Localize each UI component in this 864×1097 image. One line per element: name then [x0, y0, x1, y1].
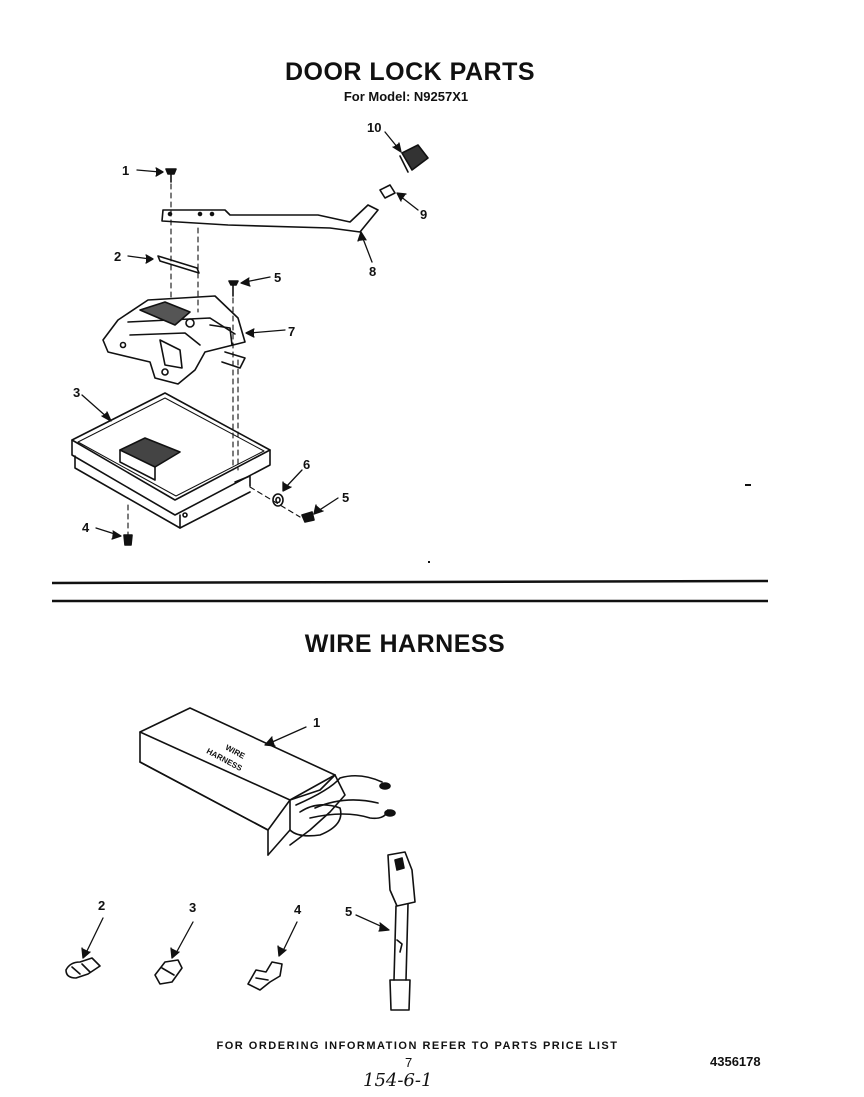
callout-4: 4: [82, 520, 90, 535]
section-title-wire-harness: WIRE HARNESS: [304, 630, 506, 658]
wire-harness-leader-lines: [81, 726, 390, 959]
part-5-screw-upper: [228, 280, 239, 297]
page-number: 7: [405, 1055, 413, 1070]
part-5-screw-lower: [301, 511, 315, 523]
part-1-screw: [165, 168, 177, 183]
part-6-washer: [272, 493, 284, 507]
handwritten-note: 154-6-1: [363, 1070, 433, 1091]
callout-7: 7: [288, 324, 295, 339]
callout-1: 1: [122, 163, 129, 178]
wire-part-2-terminal: [65, 957, 101, 979]
wire-part-3-terminal: [154, 959, 183, 985]
wire-part-1-harness-box: [139, 707, 396, 856]
part-9-connector: [379, 184, 396, 199]
part-2-pin: [157, 255, 200, 274]
wire-part-4-terminal: [247, 961, 283, 991]
callout-9: 9: [420, 207, 427, 222]
wire-callout-2: 2: [98, 898, 105, 913]
wire-callout-5: 5: [345, 904, 352, 919]
callout-8: 8: [369, 264, 376, 279]
part-7-lock-mechanism: [102, 295, 246, 385]
callout-3: 3: [73, 385, 80, 400]
wire-callout-3: 3: [189, 900, 196, 915]
model-subtitle: For Model: N9257X1: [343, 89, 469, 104]
part-8-lock-rod: [161, 204, 379, 233]
document-number: 4356178: [710, 1054, 761, 1069]
wire-part-5-jumper-wire: [387, 851, 416, 1011]
part-4-screw-bottom: [123, 534, 133, 546]
callout-6: 6: [303, 457, 310, 472]
assembly-guide-lines: [127, 183, 301, 536]
section-divider: [51, 579, 769, 603]
callout-10: 10: [367, 120, 381, 135]
page-title: DOOR LOCK PARTS: [284, 58, 536, 86]
wire-callout-4: 4: [294, 902, 302, 917]
part-10-knob: [399, 144, 429, 173]
callout-5-lower: 5: [342, 490, 349, 505]
part-3-housing-tray: [71, 392, 271, 529]
callout-5-upper: 5: [274, 270, 281, 285]
wire-callout-1: 1: [313, 715, 320, 730]
ordering-info-text: FOR ORDERING INFORMATION REFER TO PARTS …: [216, 1040, 619, 1052]
door-lock-leader-lines: [81, 131, 419, 540]
callout-2: 2: [114, 249, 121, 264]
